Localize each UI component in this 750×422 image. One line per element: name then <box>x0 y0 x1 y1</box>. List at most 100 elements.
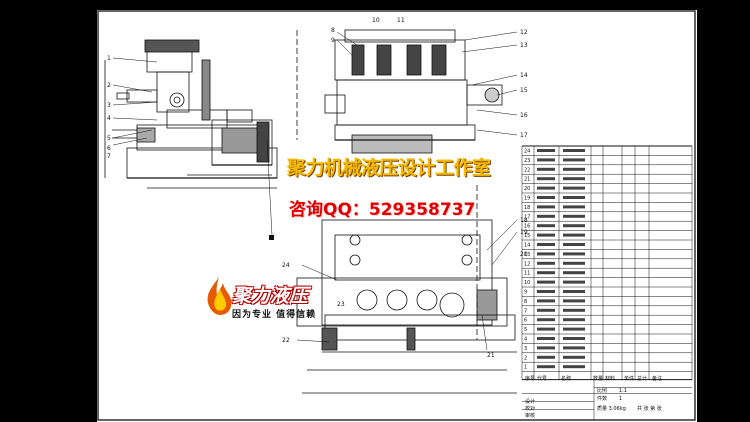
sign-design: 设计 <box>525 398 535 405</box>
watermark-title: 聚力机械液压设计工作室 <box>287 157 491 179</box>
section-view <box>296 29 503 154</box>
sheet-label: 共 张 第 张 <box>637 405 662 412</box>
row-name-text <box>563 327 585 331</box>
row-name-text <box>563 365 585 369</box>
row-number: 2 <box>524 355 527 361</box>
row-code-text <box>537 243 555 246</box>
row-name-text <box>563 149 585 152</box>
callout-3: 3 <box>107 102 111 109</box>
count-label: 件数 <box>597 395 607 402</box>
row-code-text <box>537 252 555 256</box>
row-code-text <box>537 290 555 293</box>
callout-4: 4 <box>107 115 111 122</box>
callout-7: 7 <box>107 153 111 160</box>
callout-19: 19 <box>520 229 528 236</box>
row-number: 7 <box>524 308 527 314</box>
row-number: 21 <box>524 177 530 183</box>
row-number: 14 <box>524 243 530 249</box>
callout-14: 14 <box>520 72 528 79</box>
row-name-text <box>563 355 585 359</box>
callout-12: 12 <box>520 29 528 36</box>
header-material: 材料 <box>605 375 615 382</box>
header-name: 名称 <box>561 375 571 382</box>
sign-check: 校对 <box>525 405 535 412</box>
callout-8: 8 <box>331 27 335 34</box>
company-logo: 聚力液压 因为专业 值得信赖 <box>202 275 352 330</box>
header-qty: 数量 <box>593 375 603 382</box>
row-name-text <box>563 196 585 199</box>
logo-name: 聚力液压 <box>232 285 309 307</box>
row-code-text <box>537 280 555 284</box>
row-number: 6 <box>524 318 527 324</box>
callout-11: 11 <box>397 17 405 24</box>
row-name-text <box>563 224 585 228</box>
row-code-text <box>537 233 555 237</box>
row-name-text <box>563 167 585 171</box>
row-code-text <box>537 224 555 228</box>
row-number: 11 <box>524 271 530 277</box>
mass-label: 质量 3.06kg <box>597 405 626 412</box>
row-code-text <box>537 196 555 199</box>
row-name-text <box>563 280 585 284</box>
header-code: 代号 <box>537 375 547 382</box>
scale-value: 1:1 <box>619 388 627 394</box>
header-remarks: 备注 <box>652 375 662 382</box>
row-number: 15 <box>524 233 530 239</box>
watermark-contact: 咨询QQ：529358737 <box>289 200 476 220</box>
title-block-footer: 比例 1:1 件数 1 质量 3.06kg 共 张 第 张 设计 校对 审核 <box>525 387 662 419</box>
row-number: 24 <box>524 149 530 155</box>
row-name-text <box>563 233 585 237</box>
callout-18: 18 <box>520 217 528 224</box>
row-code-text <box>537 158 555 162</box>
row-number: 8 <box>524 299 527 305</box>
callout-1: 1 <box>107 55 111 62</box>
callout-15: 15 <box>520 87 528 94</box>
header-seq: 序号 <box>525 375 535 382</box>
callout-17: 17 <box>520 132 528 139</box>
header-unit: 单件 <box>624 375 634 382</box>
row-name-text <box>563 243 585 246</box>
scale-label: 比例 <box>597 387 607 394</box>
callout-16: 16 <box>520 112 528 119</box>
row-name-text <box>563 271 585 275</box>
row-name-text <box>563 290 585 293</box>
row-number: 16 <box>524 224 530 230</box>
callout-numbers: 1 2 3 4 5 6 7 8 9 10 11 12 13 14 15 16 1… <box>107 17 528 359</box>
row-code-text <box>537 327 555 331</box>
row-name-text <box>563 214 585 218</box>
flame-icon <box>207 277 232 315</box>
callout-10: 10 <box>372 17 380 24</box>
row-code-text <box>537 308 555 312</box>
callout-9: 9 <box>331 37 335 44</box>
row-name-text <box>563 299 585 303</box>
row-number: 4 <box>524 337 527 343</box>
row-code-text <box>537 318 555 322</box>
row-code-text <box>537 337 555 340</box>
row-number: 3 <box>524 346 527 352</box>
row-name-text <box>563 177 585 181</box>
plan-view <box>296 185 517 394</box>
side-view <box>104 39 278 189</box>
row-number: 9 <box>524 290 527 296</box>
row-number: 5 <box>524 327 527 333</box>
row-name-text <box>563 186 585 190</box>
row-code-text <box>537 167 555 171</box>
row-number: 23 <box>524 158 530 164</box>
callout-23: 23 <box>337 301 345 308</box>
callout-6: 6 <box>107 145 111 152</box>
row-code-text <box>537 299 555 303</box>
callout-5: 5 <box>107 135 111 142</box>
count-value: 1 <box>619 396 622 402</box>
callout-20: 20 <box>520 251 528 258</box>
row-name-text <box>563 252 585 256</box>
row-code-text <box>537 205 555 209</box>
row-code-text <box>537 261 555 265</box>
row-number: 13 <box>524 252 530 258</box>
row-code-text <box>537 365 555 369</box>
logo-slogan: 因为专业 值得信赖 <box>232 310 317 320</box>
row-number: 18 <box>524 205 530 211</box>
row-number: 12 <box>524 261 530 267</box>
callout-2: 2 <box>107 82 111 89</box>
leader-lines <box>112 31 518 351</box>
